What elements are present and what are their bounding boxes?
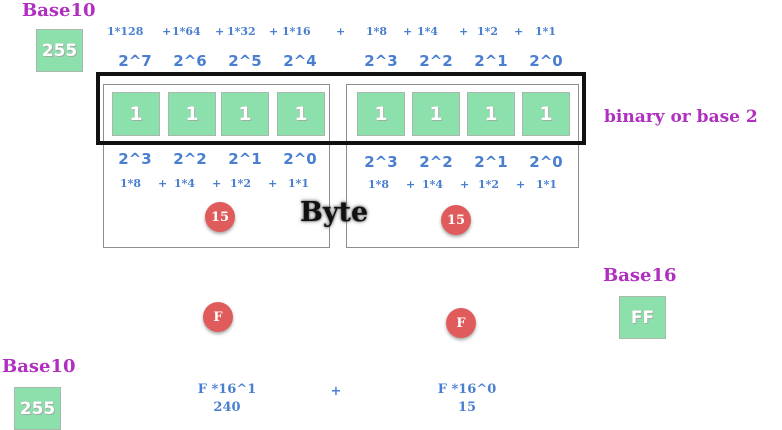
exponent-label: 2^3 — [118, 150, 152, 168]
bit-box: 1 — [467, 92, 515, 136]
byte-label: Byte — [300, 197, 369, 228]
multiplier: 1*4 — [422, 178, 444, 191]
binary-title: binary or base 2 — [604, 107, 758, 127]
multiplier: 1*64 — [172, 25, 201, 38]
plus-sign: + — [459, 25, 469, 38]
plus-sign: + — [212, 177, 222, 190]
plus-sign: + — [403, 25, 413, 38]
multiplier: 1*4 — [417, 25, 439, 38]
lower-multiplier-row-right: 1*8 + 1*4 + 1*2 + 1*1 — [368, 178, 568, 192]
multiplier: 1*4 — [174, 177, 196, 190]
high-hex-value: 240 — [213, 400, 241, 415]
hex-plus-sign: + — [330, 384, 342, 399]
exponent-label: 2^3 — [364, 52, 398, 70]
decimal-value-top: 255 — [36, 29, 83, 72]
bit-box: 1 — [168, 92, 216, 136]
high-hex-digit: F — [203, 302, 233, 332]
top-multiplier-row: 1*128 + 1*64 + 1*32 + 1*16 + 1*8 + 1*4 +… — [107, 25, 567, 39]
decimal-value-bottom: 255 — [14, 387, 61, 430]
multiplier: 1*32 — [227, 25, 256, 38]
low-hex-value: 15 — [457, 400, 477, 415]
exponent-label: 2^4 — [283, 52, 317, 70]
multiplier: 1*16 — [282, 25, 311, 38]
exponent-label: 2^1 — [474, 52, 508, 70]
base16-title: Base16 — [603, 265, 677, 286]
exponent-label: 2^2 — [419, 153, 453, 171]
low-nibble-frame — [346, 84, 579, 248]
plus-sign: + — [215, 25, 225, 38]
exponent-label: 2^1 — [228, 150, 262, 168]
exponent-label: 2^2 — [173, 150, 207, 168]
exponent-label: 2^3 — [364, 153, 398, 171]
plus-sign: + — [269, 25, 279, 38]
exponent-label: 2^2 — [419, 52, 453, 70]
high-nibble-frame — [103, 84, 330, 248]
plus-sign: + — [158, 177, 168, 190]
multiplier: 1*8 — [368, 178, 390, 191]
exponent-label: 2^1 — [474, 153, 508, 171]
hex-value-box: FF — [619, 296, 666, 339]
multiplier: 1*2 — [477, 25, 499, 38]
exponent-label: 2^0 — [529, 153, 563, 171]
exponent-label: 2^6 — [173, 52, 207, 70]
bit-box: 1 — [112, 92, 160, 136]
plus-sign: + — [514, 25, 524, 38]
plus-sign: + — [460, 178, 470, 191]
exponent-label: 2^7 — [118, 52, 152, 70]
high-hex-formula: F *16^1 240 — [182, 381, 272, 417]
multiplier: 1*2 — [230, 177, 252, 190]
lower-multiplier-row-left: 1*8 + 1*4 + 1*2 + 1*1 — [120, 177, 320, 191]
bit-box: 1 — [221, 92, 269, 136]
multiplier: 1*8 — [120, 177, 142, 190]
high-nibble-sum: 15 — [205, 202, 235, 232]
high-hex-expression: F *16^1 — [197, 382, 257, 397]
bit-box: 1 — [522, 92, 570, 136]
bit-box: 1 — [357, 92, 405, 136]
exponent-label: 2^0 — [283, 150, 317, 168]
base10-bottom-title: Base10 — [2, 356, 76, 377]
base10-top-title: Base10 — [22, 0, 96, 21]
byte-frame — [96, 72, 586, 145]
multiplier: 1*1 — [535, 25, 557, 38]
plus-sign: + — [268, 177, 278, 190]
plus-sign: + — [162, 25, 172, 38]
exponent-label: 2^5 — [228, 52, 262, 70]
multiplier: 1*8 — [366, 25, 388, 38]
low-nibble-sum: 15 — [441, 205, 471, 235]
low-hex-digit: F — [446, 308, 476, 338]
bit-box: 1 — [412, 92, 460, 136]
multiplier: 1*128 — [107, 25, 144, 38]
plus-sign: + — [406, 178, 416, 191]
low-hex-formula: F *16^0 15 — [422, 381, 512, 417]
bit-box: 1 — [277, 92, 325, 136]
exponent-label: 2^0 — [529, 52, 563, 70]
multiplier: 1*1 — [536, 178, 558, 191]
multiplier: 1*2 — [478, 178, 500, 191]
plus-sign: + — [336, 25, 346, 38]
low-hex-expression: F *16^0 — [437, 382, 497, 397]
plus-sign: + — [516, 178, 526, 191]
multiplier: 1*1 — [288, 177, 310, 190]
